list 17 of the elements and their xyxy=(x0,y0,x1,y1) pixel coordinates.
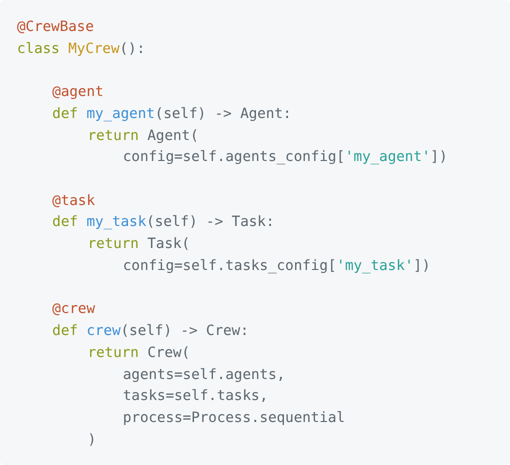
code-line: @CrewBase xyxy=(17,18,94,37)
code-line: return Task( xyxy=(88,235,190,254)
code-line: ) xyxy=(88,430,96,450)
code-line: process=Process.sequential xyxy=(122,408,345,428)
code-line: config=self.agents_config['my_agent']) xyxy=(122,148,448,168)
code-line: agents=self.agents, xyxy=(122,366,286,385)
code-line: config=self.tasks_config['my_task']) xyxy=(122,256,430,276)
code-line: @crew xyxy=(52,300,96,320)
code-line: @task xyxy=(52,192,96,211)
code-line: return Agent( xyxy=(88,126,199,146)
code-line: @agent xyxy=(52,83,104,102)
code-line: return Crew( xyxy=(88,344,190,363)
code-line: def crew(self) -> Crew: xyxy=(52,322,249,342)
code-line: def my_agent(self) -> Agent: xyxy=(52,104,292,124)
code-line: def my_task(self) -> Task: xyxy=(52,213,274,232)
code-line: tasks=self.tasks, xyxy=(122,387,268,406)
code-line: class MyCrew(): xyxy=(17,40,146,59)
